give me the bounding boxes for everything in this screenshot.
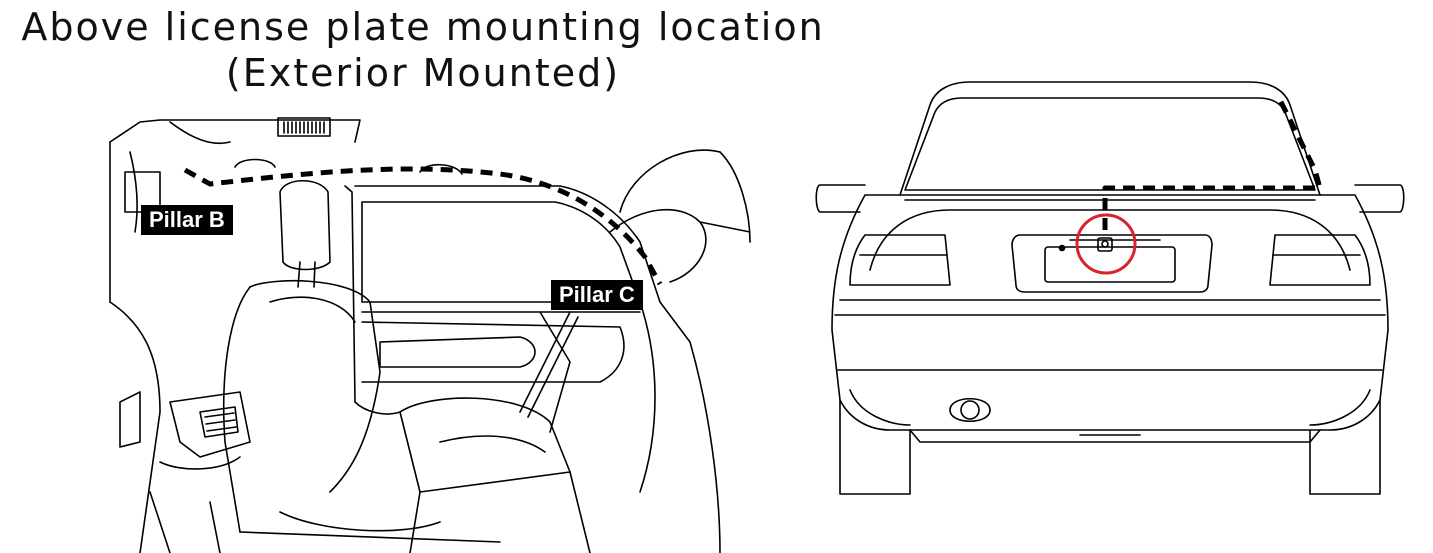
interior-diagram [100, 112, 751, 553]
pillar-b-label: Pillar B [141, 205, 233, 235]
exhaust-pipe [949, 398, 991, 422]
dome-light-grille [283, 121, 325, 134]
cable-route-interior [183, 166, 663, 286]
dome-light [277, 117, 331, 137]
camera-highlight-circle [1075, 213, 1137, 275]
license-plate [1044, 246, 1176, 283]
page-title: Above license plate mounting location (E… [0, 4, 846, 96]
rear-camera [1097, 237, 1113, 252]
right-taillight [1269, 234, 1371, 286]
title-line-1: Above license plate mounting location [21, 5, 825, 49]
pillar-c-label: Pillar C [551, 280, 643, 310]
left-taillight [849, 234, 951, 286]
plate-recess [1011, 234, 1213, 293]
exterior-rear-diagram [810, 70, 1410, 500]
title-line-2: (Exterior Mounted) [225, 51, 621, 95]
cable-route-exterior [1102, 98, 1323, 230]
